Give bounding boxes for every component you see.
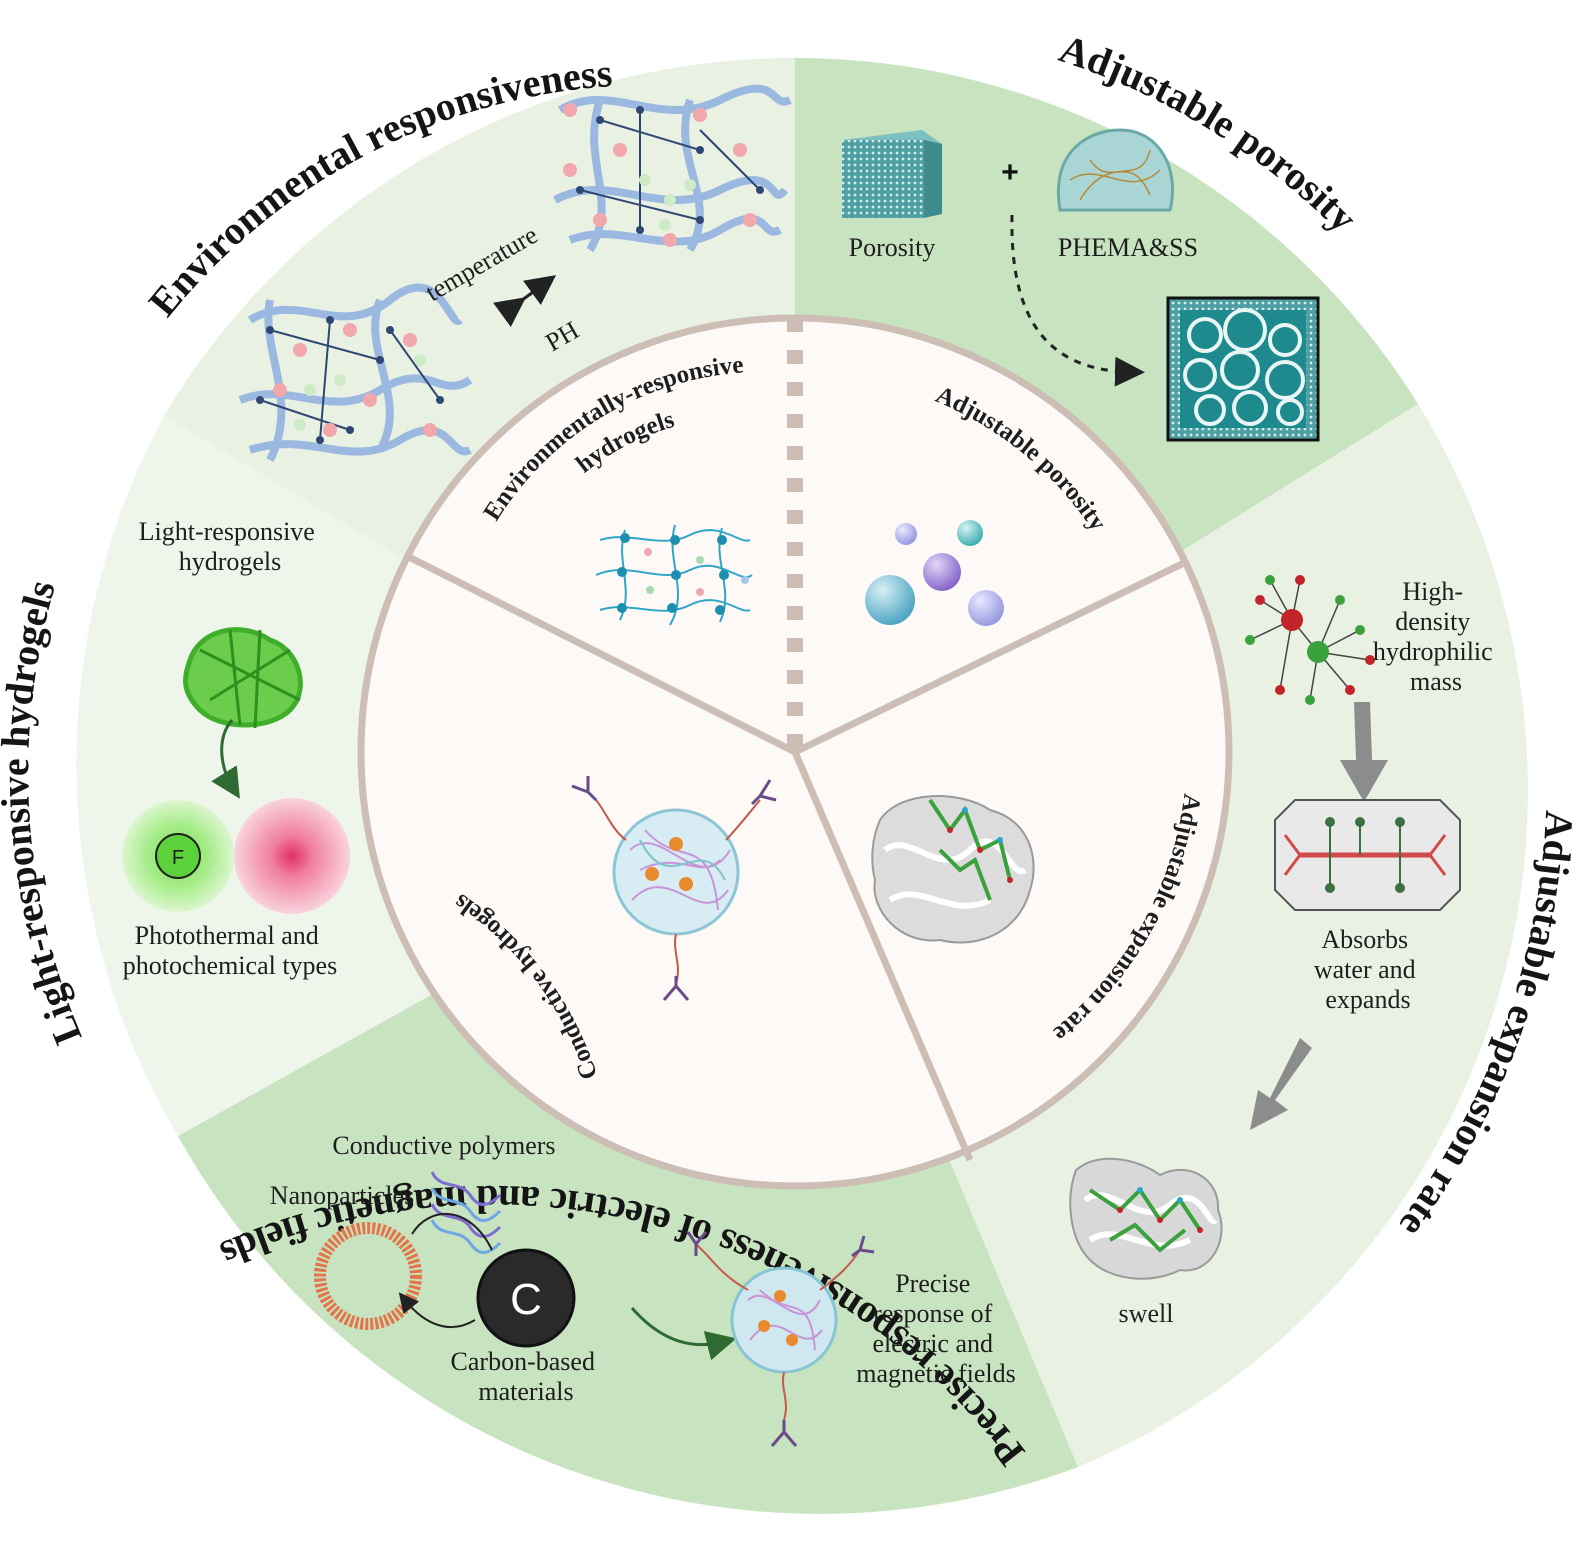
expansion-arrow-diagonal — [1250, 1038, 1312, 1130]
porous-scaffold — [1166, 296, 1320, 442]
carbon-letter: C — [510, 1275, 542, 1324]
label-porosity: Porosity — [849, 233, 936, 262]
responsive-nanogel-small — [686, 1231, 875, 1447]
inner-circle — [357, 314, 1233, 1190]
expansion-arrow-down — [1340, 702, 1388, 802]
env-network-expanded — [553, 84, 792, 253]
title-light: Light-responsive hydrogels — [0, 575, 90, 1051]
inner-expansion-protein — [871, 795, 1035, 944]
label-light-hydrogels: Light-responsive hydrogels — [139, 517, 322, 576]
porous-block — [842, 130, 942, 218]
label-mass: High- density hydrophilic mass — [1373, 577, 1499, 696]
label-precise-response: Precise response of electric and magneti… — [856, 1269, 1016, 1388]
light-arrow — [211, 719, 240, 799]
swollen-protein — [1069, 1157, 1223, 1280]
arrow-double — [493, 275, 557, 327]
env-network-small — [238, 283, 473, 462]
gfp-protein — [183, 627, 303, 729]
cycle-arrow-1 — [411, 1213, 493, 1251]
label-absorbs: Absorbs water and expands — [1314, 925, 1422, 1014]
electric-arrow — [630, 1307, 737, 1361]
label-carbon-based: Carbon-based materials — [451, 1347, 602, 1406]
carbon-circle — [476, 1248, 576, 1348]
label-photo-types: Photothermal and photochemical types — [123, 921, 337, 980]
plus-sign: + — [1001, 156, 1019, 189]
phema-gel — [1057, 128, 1175, 212]
label-conductive-polymers: Conductive polymers — [332, 1131, 555, 1160]
label-nanoparticles: Nanoparticles — [270, 1181, 414, 1210]
nanoparticle-ring — [314, 1222, 422, 1330]
inner-env-network — [595, 524, 753, 626]
fluorophore-letter: F — [172, 847, 184, 869]
label-phema: PHEMA&SS — [1058, 233, 1198, 262]
microfluidic-chip — [1274, 799, 1461, 911]
inner-conductive-nanogel — [571, 776, 777, 1001]
hydrophilic-mass-molecule — [1245, 575, 1375, 705]
label-swell: swell — [1119, 1299, 1174, 1328]
photothermal-glow — [234, 798, 350, 914]
porosity-dashed-arrow — [1010, 214, 1145, 387]
fluorophore — [155, 833, 201, 879]
inner-porosity-spheres — [865, 520, 1004, 626]
cycle-arrow-2 — [398, 1292, 476, 1329]
